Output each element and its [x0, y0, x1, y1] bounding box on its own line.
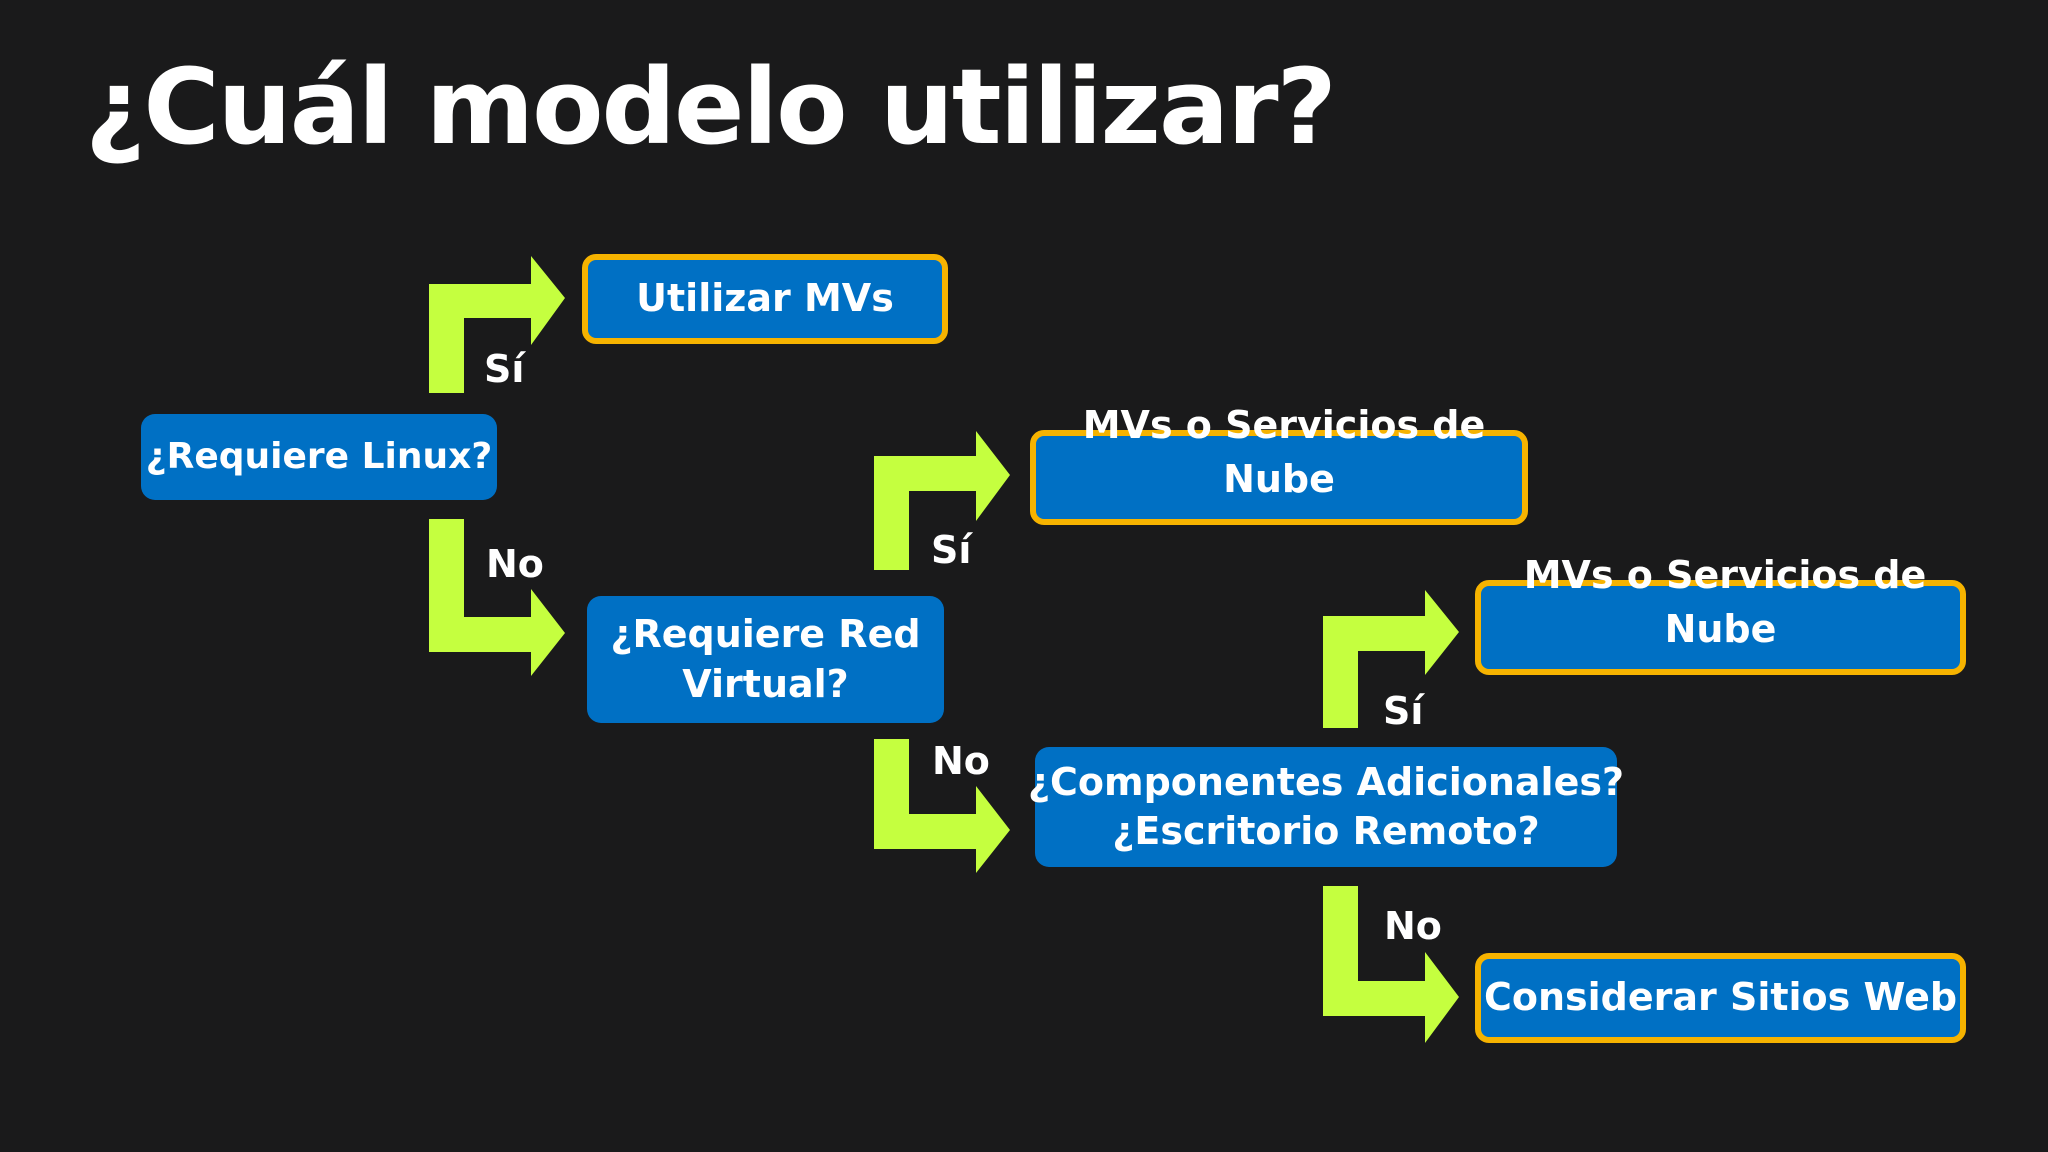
result-utilizar-mvs: Utilizar MVs [582, 254, 948, 344]
result-nube-2-over-label: MVs o Servicios de [1523, 553, 1927, 597]
question-label: ¿Requiere Linux? [145, 435, 493, 477]
question-label-line-2: ¿Escritorio Remoto? [1112, 809, 1540, 853]
question-requiere-linux: ¿Requiere Linux? [141, 414, 497, 500]
branch-label-no: No [932, 739, 990, 783]
branch-label-no: No [486, 542, 544, 586]
question-label-line-1: ¿Requiere Red [610, 612, 921, 657]
result-label: Nube [1664, 606, 1777, 651]
branch-label-yes: Sí [484, 347, 525, 391]
arrow-red-no [874, 739, 1010, 873]
branch-label-yes: Sí [931, 528, 972, 572]
slide-title: ¿Cuál modelo utilizar? [85, 46, 1337, 168]
result-label: Utilizar MVs [636, 276, 894, 321]
arrow-linux-no [429, 519, 565, 676]
question-requiere-red-virtual: ¿Requiere Red Virtual? [587, 596, 944, 723]
result-considerar-sitios-web: Considerar Sitios Web [1475, 953, 1966, 1043]
branch-label-no: No [1384, 904, 1442, 948]
question-componentes-adicionales: ¿Componentes Adicionales? ¿Escritorio Re… [1028, 747, 1624, 867]
question-label-line-2: Virtual? [682, 661, 849, 706]
result-nube-1: Nube [1030, 430, 1528, 525]
arrow-comp-no [1323, 886, 1459, 1043]
arrow-comp-yes [1323, 590, 1459, 728]
branch-label-yes: Sí [1383, 689, 1424, 733]
arrow-red-yes [874, 431, 1010, 570]
result-nube-2: Nube [1475, 580, 1966, 675]
arrow-linux-yes [429, 256, 565, 393]
result-nube-1-over-label: MVs o Servicios de [1082, 403, 1486, 447]
question-label-line-1: ¿Componentes Adicionales? [1027, 759, 1625, 804]
result-label: Considerar Sitios Web [1483, 975, 1958, 1020]
result-label: Nube [1223, 456, 1335, 501]
